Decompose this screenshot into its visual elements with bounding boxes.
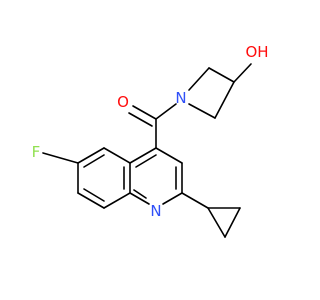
atom-labels: OH O N F N <box>32 43 269 220</box>
bond-azN-carbonyl <box>155 103 177 120</box>
bond-co-2 <box>128 112 153 127</box>
bond-c5-c6-inner <box>83 154 105 168</box>
atom-carbonyl-o-label: O <box>117 93 129 111</box>
bond-c3-oh <box>233 63 252 83</box>
bond-c4a-c5 <box>103 147 131 164</box>
bonds <box>42 63 252 238</box>
bond-c8-c8a <box>103 192 131 209</box>
atom-azetidine-n-label: N <box>175 89 186 107</box>
bond-cp-2 <box>224 207 241 238</box>
bond-azN-c1 <box>188 67 210 91</box>
bond-nq-c8a <box>129 192 150 205</box>
bond-c1-c3 <box>208 67 235 83</box>
molecule-structure: OH O N F N <box>32 43 269 238</box>
bond-c2-azN <box>188 103 216 119</box>
bond-c4-c3q <box>155 147 183 164</box>
atom-quinoline-n-label: N <box>150 202 161 220</box>
bond-c7-c8-inner <box>83 188 105 202</box>
bond-cp-3 <box>207 207 226 238</box>
bond-c3-c2 <box>214 81 235 119</box>
bond-c5-c6 <box>77 147 105 164</box>
bond-co-1 <box>132 105 157 120</box>
bond-c7-c8 <box>77 192 105 209</box>
atom-fluorine-label: F <box>32 143 41 161</box>
bond-c2q-nq <box>162 192 183 205</box>
bond-c4a-c4-inner <box>135 154 157 168</box>
bond-c2q-cyclopropyl <box>181 192 209 209</box>
atom-oh-label: OH <box>245 43 268 61</box>
bond-c6-f <box>42 152 79 164</box>
bond-nq-c8a-inner <box>133 189 147 199</box>
bond-c4a-c4 <box>129 147 157 164</box>
